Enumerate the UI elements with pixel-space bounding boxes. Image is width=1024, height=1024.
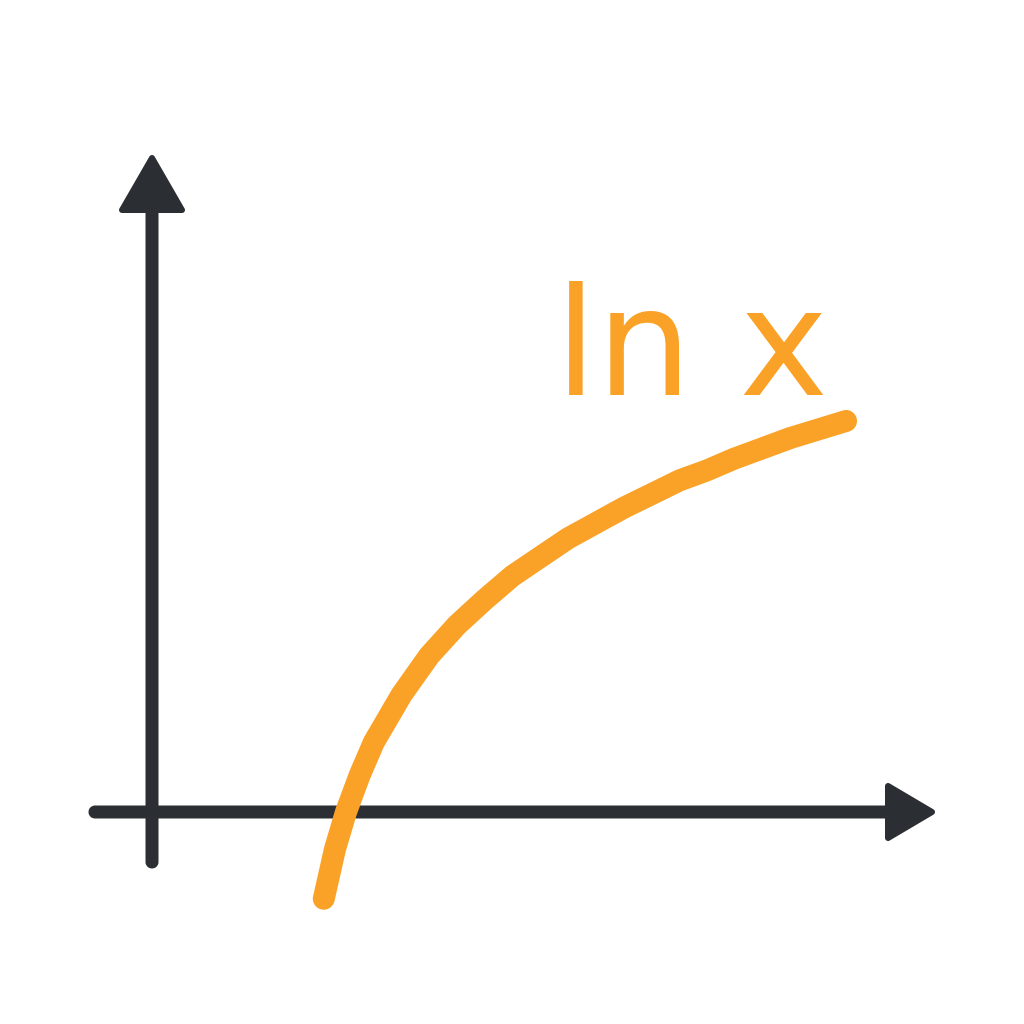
x-axis-arrowhead (885, 783, 935, 841)
y-axis-arrowhead (119, 155, 185, 213)
ln-x-curve (312, 410, 857, 910)
curve-label: ln x (555, 257, 828, 431)
axes (88, 155, 935, 869)
